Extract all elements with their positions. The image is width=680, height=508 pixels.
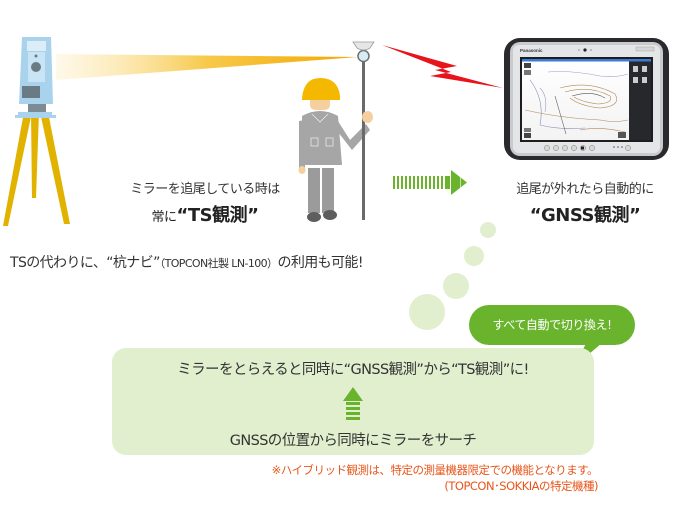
prism-pole-icon (352, 41, 375, 220)
total-station-icon (3, 37, 70, 226)
ts-observation-caption: ミラーを追尾している時は 常に“TS観測” (85, 178, 325, 227)
gnss-caption-line2: “GNSS観測” (529, 205, 641, 226)
gnss-caption-line1: 追尾が外れたら自動的に (516, 182, 654, 197)
ts-caption-line1: ミラーを追尾している時は (130, 182, 280, 197)
ts-note-paren: （TOPCON社製 LN-100） (159, 257, 278, 270)
summary-line-ts-switch: ミラーをとらえると同時に“GNSS観測”から“TS観測”に! (177, 362, 529, 378)
footnote: ※ハイブリッド観測は、特定の測量機器限定での機能となります。 (TOPCON･S… (230, 462, 599, 494)
summary-box (112, 348, 594, 455)
summary-line-gnss-search: GNSSの位置から同時にミラーをサーチ (229, 433, 477, 449)
switch-arrow-icon (393, 170, 467, 195)
footnote-line2: (TOPCON･SOKKIAの特定機種) (444, 479, 598, 493)
gnss-observation-caption: 追尾が外れたら自動的に “GNSS観測” (490, 178, 680, 227)
speech-bubble (469, 305, 635, 345)
signal-bolt-icon (382, 45, 503, 88)
speech-bubble-text: すべて自動で切り換え! (492, 318, 612, 332)
tracking-beam (56, 54, 358, 80)
ts-note-before: TSの代わりに、“杭ナビ” (10, 255, 160, 271)
ts-caption-emphasis: “TS観測” (176, 205, 259, 226)
thought-bubbles (409, 222, 496, 330)
tablet-device: Panasonic (504, 38, 669, 160)
ts-alternative-note: TSの代わりに、“杭ナビ”（TOPCON社製 LN-100）の利用も可能! (10, 252, 363, 272)
ts-caption-prefix: 常に (151, 210, 178, 225)
ts-note-after: の利用も可能! (277, 255, 363, 271)
tablet-brand: Panasonic (520, 48, 543, 53)
footnote-line1: ※ハイブリッド観測は、特定の測量機器限定での機能となります。 (271, 463, 599, 477)
ts-caption-line2: 常に“TS観測” (85, 201, 325, 227)
